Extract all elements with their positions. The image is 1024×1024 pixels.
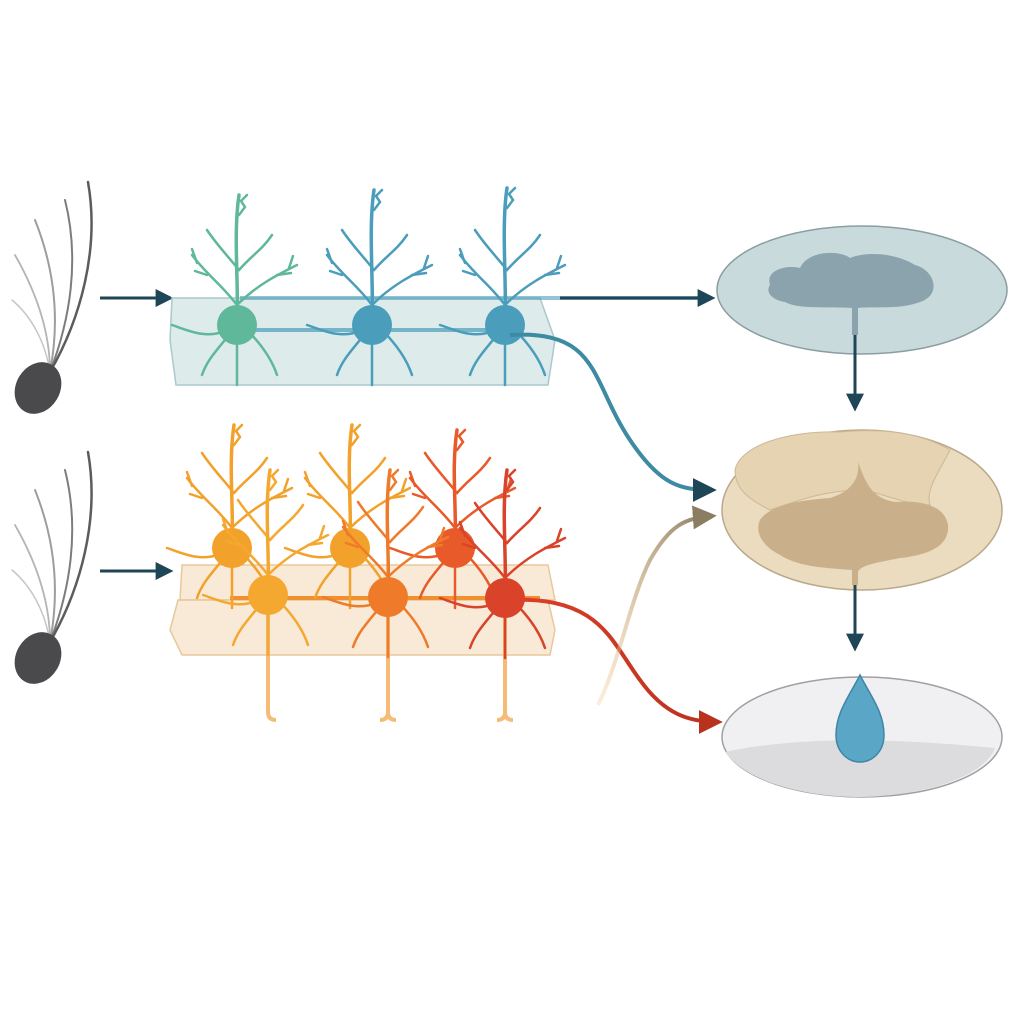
top-oval [716, 225, 1008, 355]
bottom-oval [721, 673, 1003, 798]
neuron-icon-blue [305, 188, 434, 387]
arrow-icon-red-to-bottom [504, 597, 723, 734]
neuron-icon-orange-lower [201, 468, 330, 657]
dendrite [458, 520, 477, 550]
neuron-cell-body [330, 528, 370, 568]
dendrite [221, 517, 240, 547]
dendrite [237, 233, 274, 272]
dendrite [200, 451, 236, 495]
dendrite [473, 501, 509, 545]
dendrite [350, 456, 387, 495]
dendrite [408, 470, 427, 500]
dendrite [372, 233, 409, 272]
neuron-cell-body [485, 305, 525, 345]
dendrite [266, 533, 330, 577]
dendrite [503, 263, 567, 307]
dendrite [350, 423, 362, 447]
dendrite [505, 233, 542, 272]
dendrite [232, 423, 244, 447]
dendrite [303, 470, 322, 500]
dendrite [372, 188, 384, 212]
hair-follicle-icon-top [11, 180, 93, 414]
dendrite [325, 247, 344, 277]
hair-follicle-icon-bottom [11, 450, 93, 684]
dendrite [410, 254, 430, 277]
dendrite [340, 228, 376, 272]
dendrite [318, 451, 354, 495]
water-drop-icon [835, 673, 885, 763]
arrow-icon-blue-to-middle [509, 332, 717, 502]
dendrite [185, 476, 234, 530]
neuron-cell-body [212, 528, 252, 568]
dendrite [505, 468, 517, 492]
orange-neuron-group [165, 423, 567, 660]
middle-oval [721, 429, 1003, 591]
dendrite [270, 477, 290, 500]
dendrite [275, 254, 295, 277]
dendrite [268, 468, 280, 492]
neuron-cell-body [368, 577, 408, 617]
dendrite [455, 456, 492, 495]
dendrite [230, 486, 294, 530]
blue-neuron-group [170, 186, 567, 387]
neuron-cell-body [217, 305, 257, 345]
dendrite [543, 527, 563, 550]
dendrite [458, 247, 477, 277]
dendrite [386, 535, 450, 579]
dendrite [348, 486, 412, 530]
dendrite [505, 186, 517, 210]
dendrite [190, 247, 209, 277]
dendrite [356, 500, 392, 544]
dendrite [341, 519, 360, 549]
dendrite [388, 505, 425, 544]
dendrite [370, 263, 434, 307]
dendrite [388, 477, 408, 500]
neuron-cell-body [248, 575, 288, 615]
dendrite [235, 263, 299, 307]
neuron-icon-orange-lower [321, 468, 450, 659]
dendrite [503, 536, 567, 580]
dendrite [388, 468, 400, 492]
dendrite [306, 524, 326, 547]
dendrite [543, 254, 563, 277]
dendrite [236, 498, 272, 542]
dendrite [185, 470, 204, 500]
neuron-cell-body [352, 305, 392, 345]
dendrite [426, 526, 446, 549]
dendrite [505, 506, 542, 545]
orange-vertical-axons [266, 595, 514, 722]
neuron-icon-green [170, 193, 299, 387]
arrow-icon-orange-to-middle [596, 505, 717, 706]
dendrite [237, 193, 249, 217]
dendrite [408, 476, 457, 530]
dendrite [473, 228, 509, 272]
top-blob [768, 252, 934, 335]
middle-blob [758, 462, 949, 585]
dendrite [268, 503, 305, 542]
dendrite [232, 456, 269, 495]
dendrite [455, 428, 467, 452]
dendrite [205, 228, 241, 272]
dendrite [423, 451, 459, 495]
